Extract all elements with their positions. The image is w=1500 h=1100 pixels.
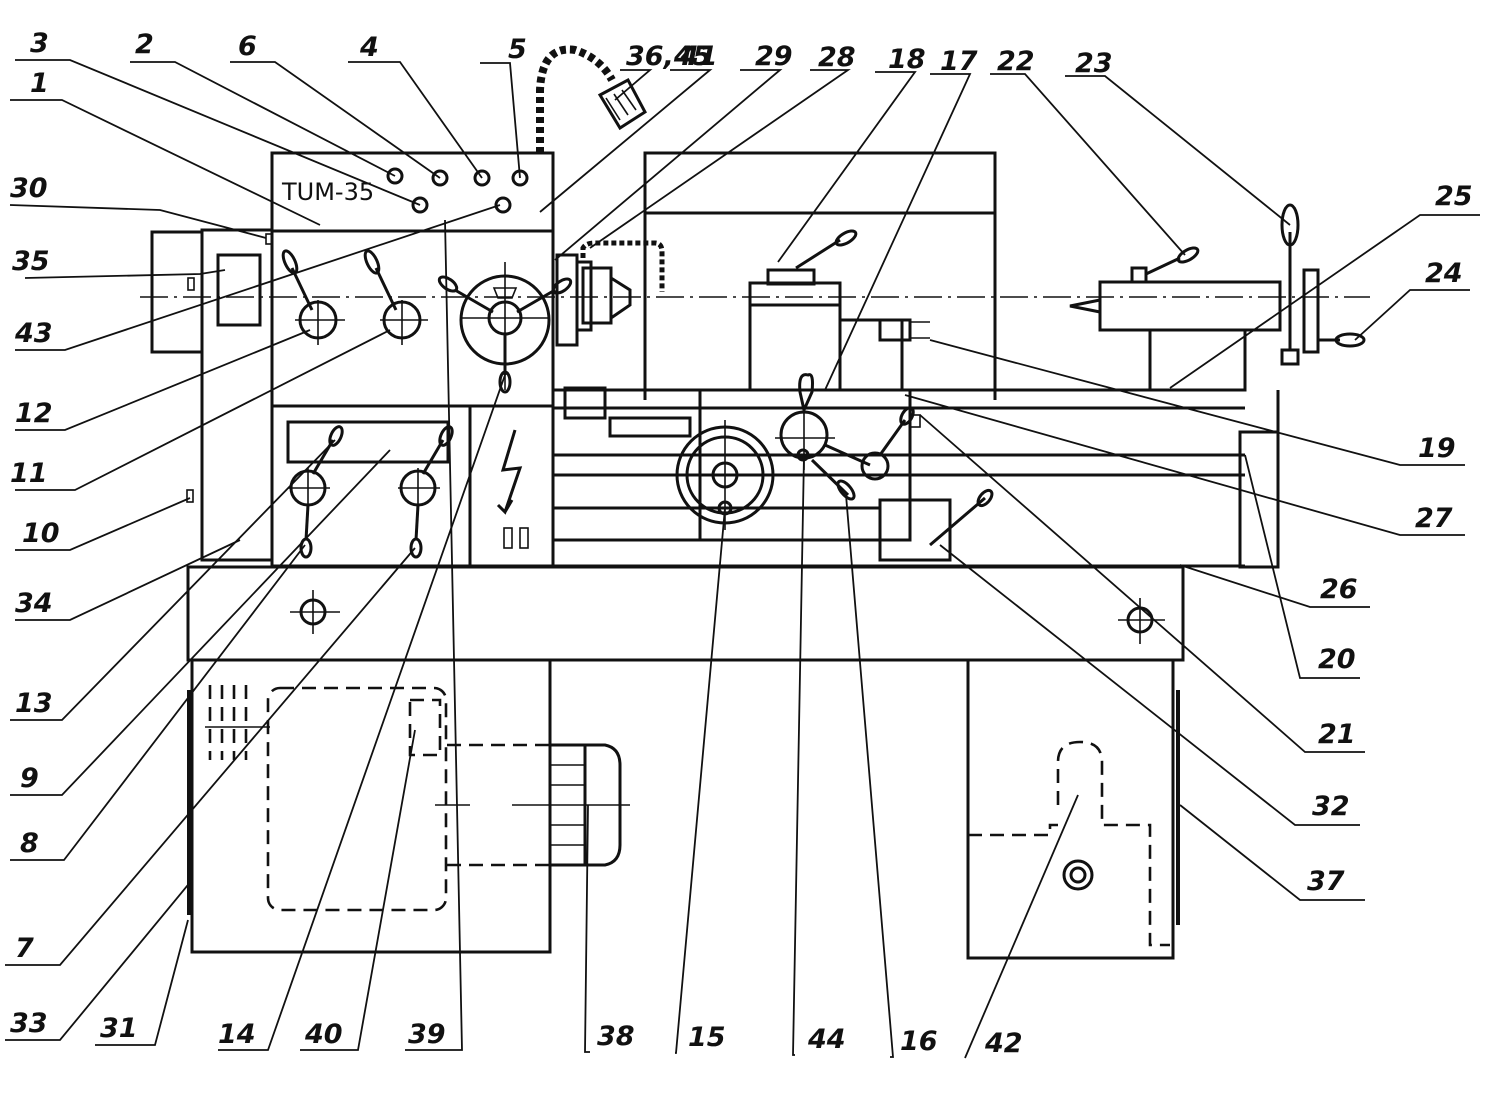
callout-32: 32 [1312, 791, 1350, 822]
callout-18: 18 [888, 44, 926, 75]
callout-13: 13 [15, 688, 53, 719]
callout-7: 7 [15, 933, 34, 964]
callout-17: 17 [940, 46, 978, 77]
speed-lever-1 [281, 249, 345, 345]
feed-table-plate [286, 420, 450, 464]
carriage-apron [670, 373, 994, 562]
callout-15: 15 [688, 1022, 726, 1053]
callout-3: 3 [30, 28, 49, 59]
callout-42: 42 [984, 1028, 1023, 1059]
high-voltage-icon [496, 429, 523, 515]
electrical-box [150, 230, 204, 354]
speed-lever-2 [363, 249, 428, 345]
callout-16: 16 [900, 1026, 938, 1057]
callout-6: 6 [238, 31, 257, 62]
callout-33: 33 [10, 1008, 48, 1039]
callouts-right: 25 24 19 27 26 20 21 32 37 [1307, 181, 1473, 897]
switch-window [216, 253, 262, 327]
leveling-mark-right [1118, 598, 1165, 644]
feed-lever-1 [288, 425, 344, 559]
gear-selector-dial [437, 262, 573, 394]
callout-36-45: 36,45 [626, 41, 711, 72]
leveling-mark-left [290, 590, 340, 634]
model-label: TUM-35 [281, 178, 374, 206]
callout-31: 31 [100, 1013, 138, 1044]
callout-25: 25 [1435, 181, 1473, 212]
callout-20: 20 [1318, 644, 1356, 675]
callout-1: 1 [30, 68, 49, 99]
callout-26: 26 [1320, 574, 1358, 605]
drive-motor [548, 743, 622, 867]
callout-8: 8 [20, 828, 39, 859]
callout-11: 11 [10, 458, 48, 489]
callout-44: 44 [807, 1024, 846, 1055]
callout-5: 5 [508, 34, 527, 65]
callout-35: 35 [12, 246, 50, 277]
callout-14: 14 [218, 1019, 256, 1050]
control-buttons [386, 167, 529, 214]
callouts-bottom: 31 14 40 39 38 15 44 16 42 [100, 1013, 1023, 1059]
callout-9: 9 [20, 763, 39, 794]
callout-23: 23 [1075, 48, 1113, 79]
callout-4: 4 [359, 32, 379, 63]
callout-34: 34 [15, 588, 53, 619]
feed-lever-2 [398, 425, 454, 559]
callout-19: 19 [1418, 433, 1456, 464]
callout-24: 24 [1425, 258, 1463, 289]
callout-40: 40 [304, 1019, 343, 1050]
callout-30: 30 [10, 173, 48, 204]
callout-43: 43 [14, 318, 53, 349]
callouts-left: 1 30 35 43 12 11 10 34 13 9 8 7 33 [10, 68, 60, 1039]
callout-37: 37 [1307, 866, 1345, 897]
door-latch [186, 489, 194, 503]
callout-38: 38 [597, 1021, 635, 1052]
callout-29: 29 [755, 41, 793, 72]
callout-27: 27 [1415, 503, 1453, 534]
spindle-chuck [555, 240, 665, 347]
callout-28: 28 [818, 42, 856, 73]
machine-base [186, 565, 1185, 662]
left-pedestal [190, 658, 552, 954]
callout-41: 41 [679, 41, 718, 72]
lathe-drawing: TUM-35 [140, 45, 1370, 960]
callout-21: 21 [1318, 719, 1356, 750]
bed-end-bracket [1238, 430, 1280, 569]
tool-post [748, 229, 930, 392]
work-lamp-icon [536, 45, 647, 153]
coolant-pump [1062, 859, 1094, 891]
callout-22: 22 [997, 46, 1035, 77]
right-pedestal [966, 658, 1175, 960]
callout-12: 12 [15, 398, 53, 429]
leader-lines [5, 59, 1480, 1059]
callout-2: 2 [135, 29, 154, 60]
callouts-top: 3 2 6 4 5 36,45 41 29 28 18 17 22 23 [30, 28, 1113, 79]
callout-39: 39 [408, 1019, 446, 1050]
callout-10: 10 [22, 518, 60, 549]
tailstock [1069, 203, 1366, 392]
main-motor-hidden [266, 686, 448, 912]
